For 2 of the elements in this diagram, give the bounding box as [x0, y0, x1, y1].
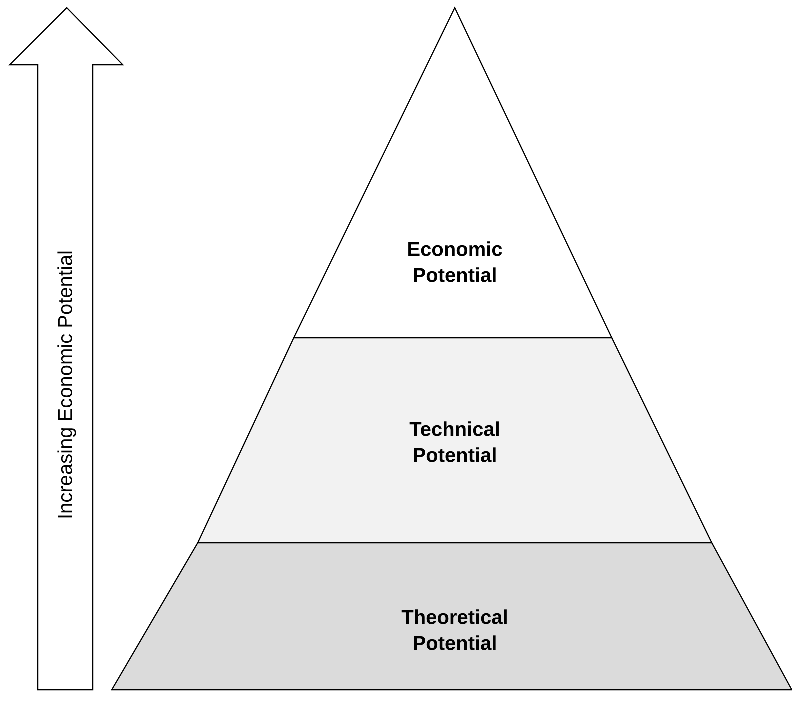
pyramid-tier: Technical Potential [197, 337, 713, 544]
arrow-label: Increasing Economic Potential [58, 252, 76, 518]
